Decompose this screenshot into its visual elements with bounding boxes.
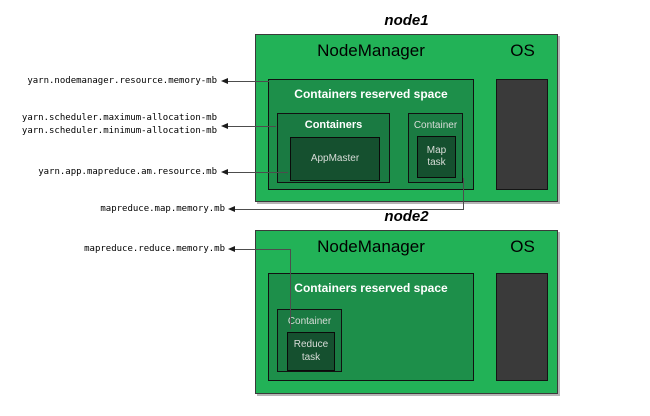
node1-box: NodeManager OS Containers reserved space… [255,34,558,202]
node2-container-box: Container Reduce task [277,309,342,372]
connector-map-memory-mb-horizontal [235,209,464,210]
arrowhead-am-resource-mb [221,168,228,175]
label-yarn-scheduler-minimum-allocation-mb: yarn.scheduler.minimum-allocation-mb [21,126,217,136]
arrowhead-scheduler-allocation-mb [221,122,228,129]
node1-os-rect [496,79,548,190]
connector-scheduler-allocation-mb [228,126,276,127]
node1-appmaster-box: AppMaster [290,137,380,181]
connector-nm-resource-memory-mb [228,81,269,82]
node1-map-task-label: Map task [426,144,447,169]
node1-container-label: Container [413,120,458,131]
connector-reduce-memory-mb-vertical [290,249,291,329]
connector-reduce-memory-mb-horizontal [235,249,291,250]
node1-containers-label: Containers [304,119,363,131]
node2-nodemanager-heading: NodeManager [317,237,425,256]
node1-reserved-space-label: Containers reserved space [294,87,448,101]
arrowhead-reduce-memory-mb [228,245,235,252]
node1-container-box: Container Map task [408,113,463,183]
connector-am-resource-mb [228,172,288,173]
node2-title: node2 [384,208,429,225]
connector-map-memory-mb-vertical [463,178,464,210]
node2-container-label: Container [287,316,332,327]
node1-appmaster-label: AppMaster [310,152,360,164]
node2-reduce-task-box: Reduce task [287,332,335,371]
node2-box: NodeManager OS Containers reserved space… [255,230,558,394]
node1-nodemanager-heading: NodeManager [317,41,425,60]
node1-reserved-space-box: Containers reserved space Containers App… [268,79,474,190]
node2-reserved-space-box: Containers reserved space Container Redu… [268,273,474,381]
node1-containers-box: Containers AppMaster [277,113,390,183]
node2-os-heading: OS [510,237,535,256]
node1-title: node1 [384,12,429,29]
label-yarn-scheduler-maximum-allocation-mb: yarn.scheduler.maximum-allocation-mb [21,113,217,123]
label-mapreduce-map-memory-mb: mapreduce.map.memory.mb [100,204,225,214]
arrowhead-map-memory-mb [228,205,235,212]
label-mapreduce-reduce-memory-mb: mapreduce.reduce.memory.mb [84,244,225,254]
label-yarn-app-mapreduce-am-resource-mb: yarn.app.mapreduce.am.resource.mb [38,167,217,177]
node2-reserved-space-label: Containers reserved space [294,281,448,295]
node1-map-task-box: Map task [417,136,456,178]
node1-os-heading: OS [510,41,535,60]
node2-reduce-task-label: Reduce task [293,339,329,363]
label-yarn-nodemanager-resource-memory-mb: yarn.nodemanager.resource.memory-mb [27,76,217,86]
arrowhead-nm-resource-memory-mb [221,77,228,84]
node2-os-rect [496,273,548,381]
